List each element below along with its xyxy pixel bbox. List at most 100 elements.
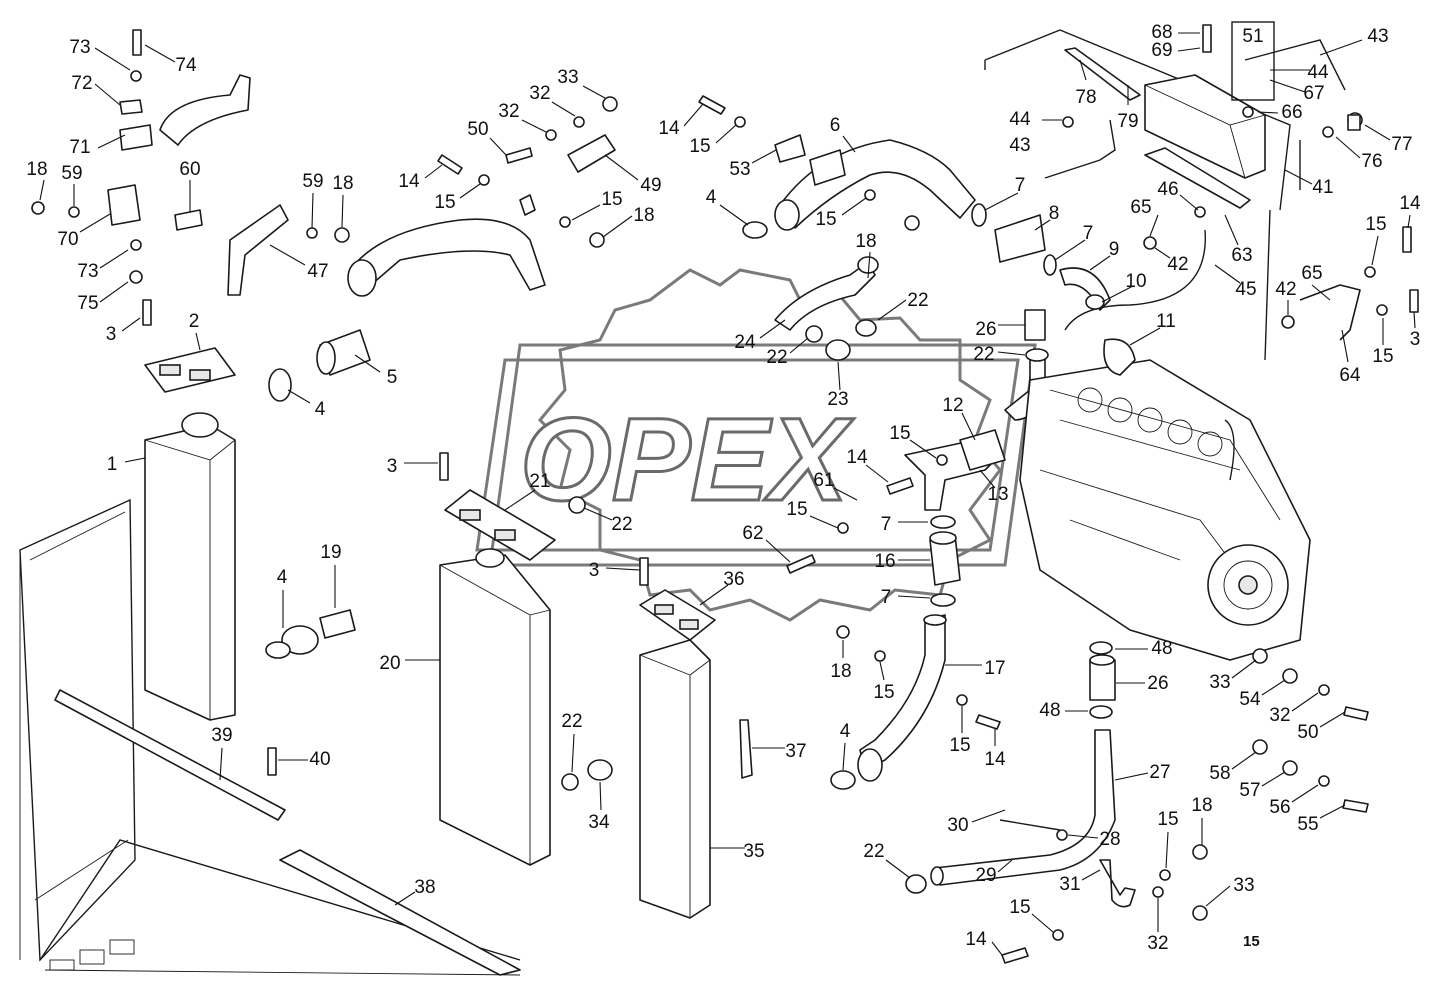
part-callout-63: 63 xyxy=(1231,245,1252,266)
part-callout-47: 47 xyxy=(307,261,328,282)
part-callout-7: 7 xyxy=(1015,175,1026,196)
part-callout-55: 55 xyxy=(1297,814,1318,835)
charge-air-pipes xyxy=(159,74,546,655)
part-callout-16: 16 xyxy=(874,551,895,572)
part-callout-59: 59 xyxy=(302,171,323,192)
part-callout-62: 62 xyxy=(742,523,763,544)
part-callout-59: 59 xyxy=(61,163,82,184)
part-callout-40: 40 xyxy=(309,749,330,770)
part-callout-5: 5 xyxy=(387,367,398,388)
part-callout-14: 14 xyxy=(398,171,420,192)
part-callout-65: 65 xyxy=(1130,197,1151,218)
part-callout-22: 22 xyxy=(863,841,884,862)
part-callout-29: 29 xyxy=(975,865,996,886)
part-callout-21: 21 xyxy=(529,471,550,492)
part-callout-18: 18 xyxy=(633,205,654,226)
part-callout-71: 71 xyxy=(69,137,90,158)
part-callout-15: 15 xyxy=(1009,897,1030,918)
part-callout-30: 30 xyxy=(947,815,968,836)
part-callout-38: 38 xyxy=(414,877,435,898)
part-callout-23: 23 xyxy=(827,389,848,410)
part-callout-79: 79 xyxy=(1117,111,1138,132)
engine xyxy=(1019,338,1311,661)
part-callout-18: 18 xyxy=(26,159,47,180)
part-callout-15: 15 xyxy=(1365,214,1386,235)
part-callout-44: 44 xyxy=(1307,62,1329,83)
part-callout-22: 22 xyxy=(973,344,994,365)
part-callout-27: 27 xyxy=(1149,762,1170,783)
part-callout-6: 6 xyxy=(830,115,841,136)
cooler-35 xyxy=(639,589,716,919)
part-callout-3: 3 xyxy=(387,456,398,477)
part-callout-17: 17 xyxy=(984,658,1005,679)
part-callout-4: 4 xyxy=(706,187,717,208)
part-callout-2: 2 xyxy=(189,311,200,332)
drawing-code: 15 xyxy=(1243,933,1260,950)
part-callout-34: 34 xyxy=(588,812,610,833)
radiator-20 xyxy=(439,489,556,866)
part-callout-44: 44 xyxy=(1009,109,1031,130)
part-callout-28: 28 xyxy=(1099,829,1120,850)
part-callout-73: 73 xyxy=(69,37,90,58)
part-callout-58: 58 xyxy=(1209,763,1230,784)
part-callout-65: 65 xyxy=(1301,263,1322,284)
part-callout-11: 11 xyxy=(1156,311,1176,332)
part-callout-60: 60 xyxy=(179,159,200,180)
part-callout-15: 15 xyxy=(786,499,807,520)
part-callout-70: 70 xyxy=(57,229,78,250)
brackets xyxy=(107,99,1136,908)
part-callout-14: 14 xyxy=(965,929,987,950)
part-callout-4: 4 xyxy=(315,399,326,420)
part-callout-20: 20 xyxy=(379,653,400,674)
part-callout-53: 53 xyxy=(729,159,750,180)
part-callout-31: 31 xyxy=(1059,874,1080,895)
part-callout-73: 73 xyxy=(77,261,98,282)
part-callout-33: 33 xyxy=(557,67,578,88)
clamps xyxy=(31,70,1388,941)
part-callout-22: 22 xyxy=(907,290,928,311)
part-callout-37: 37 xyxy=(785,741,806,762)
part-callout-56: 56 xyxy=(1269,797,1290,818)
part-callout-32: 32 xyxy=(529,83,550,104)
part-callout-49: 49 xyxy=(640,175,661,196)
part-callout-4: 4 xyxy=(277,567,288,588)
pipe-6 xyxy=(774,139,1111,331)
part-callout-15: 15 xyxy=(434,192,455,213)
part-callout-18: 18 xyxy=(332,173,353,194)
radiator-1 xyxy=(144,347,236,721)
part-callout-7: 7 xyxy=(881,514,892,535)
part-callout-39: 39 xyxy=(211,725,232,746)
part-callout-57: 57 xyxy=(1239,780,1260,801)
part-callout-24: 24 xyxy=(734,332,756,353)
part-callout-48: 48 xyxy=(1151,638,1172,659)
part-callout-76: 76 xyxy=(1361,151,1382,172)
part-callout-46: 46 xyxy=(1157,179,1178,200)
part-callout-15: 15 xyxy=(949,735,970,756)
part-callout-12: 12 xyxy=(942,395,963,416)
part-callout-18: 18 xyxy=(830,661,851,682)
part-callout-22: 22 xyxy=(766,347,787,368)
part-callout-50: 50 xyxy=(467,119,488,140)
part-callout-72: 72 xyxy=(71,73,92,94)
part-callout-7: 7 xyxy=(881,587,892,608)
bolts xyxy=(132,24,1419,964)
part-callout-19: 19 xyxy=(320,542,341,563)
part-callout-48: 48 xyxy=(1039,700,1060,721)
part-callout-15: 15 xyxy=(1372,346,1393,367)
part-callout-8: 8 xyxy=(1049,203,1060,224)
part-callout-13: 13 xyxy=(987,484,1008,505)
part-callout-14: 14 xyxy=(658,118,680,139)
part-callout-42: 42 xyxy=(1275,279,1296,300)
part-callout-78: 78 xyxy=(1075,87,1096,108)
part-callout-66: 66 xyxy=(1281,102,1302,123)
part-callout-43: 43 xyxy=(1367,26,1388,47)
part-callout-26: 26 xyxy=(1147,673,1168,694)
part-callout-67: 67 xyxy=(1303,83,1324,104)
part-callout-35: 35 xyxy=(743,841,764,862)
part-callout-14: 14 xyxy=(984,749,1006,770)
radiator-frame xyxy=(19,498,521,976)
bars xyxy=(54,689,753,976)
watermark-text: OPEX xyxy=(520,394,854,526)
hoses xyxy=(999,39,1346,831)
